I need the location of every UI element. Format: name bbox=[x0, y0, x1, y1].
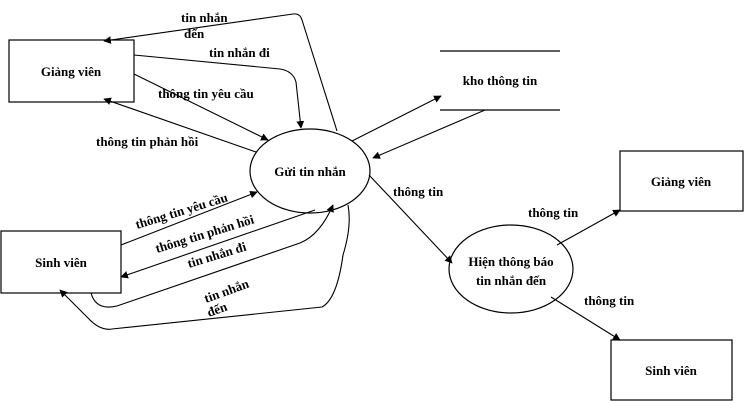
entity-sinh-vien-left: Sinh viên bbox=[0, 230, 122, 294]
label-gv-tin-nhan-di: tin nhắn đi bbox=[209, 45, 270, 60]
flow-sv-thong-tin-yeu-cau bbox=[120, 190, 258, 246]
label-to-hien-thong-bao: thông tin bbox=[393, 184, 444, 199]
label-gv-thong-tin-phan-hoi: thông tin phản hồi bbox=[96, 134, 199, 149]
process-hien-thong-bao-label-line1: Hiện thông báo bbox=[468, 254, 553, 269]
label-sv-tin-nhan-den-1: tin nhắn bbox=[202, 276, 252, 306]
flow-to-hien-thong-bao bbox=[368, 174, 453, 264]
process-hien-thong-bao-label-line2: tin nhắn đến bbox=[476, 273, 547, 288]
entity-giang-vien-left: Giảng viên bbox=[8, 39, 135, 103]
data-store-kho-thong-tin: kho thông tin bbox=[440, 50, 560, 111]
flow-to-kho-thong-tin bbox=[351, 95, 442, 142]
label-sv-tin-nhan-den-2: đến bbox=[205, 299, 230, 320]
label-gv-tin-nhan-den-2: đến bbox=[184, 26, 205, 41]
flow-sv-thong-tin-phan-hoi bbox=[120, 209, 316, 279]
entity-sinh-vien-right-label: Sinh viên bbox=[645, 363, 697, 378]
flow-gv-thong-tin-yeu-cau bbox=[133, 73, 269, 141]
flow-from-kho-thong-tin bbox=[372, 109, 486, 159]
entity-sinh-vien-left-label: Sinh viên bbox=[35, 255, 87, 270]
flow-gv-tin-nhan-di bbox=[133, 54, 305, 129]
flow-to-sinh-vien-right bbox=[550, 296, 621, 341]
data-store-label: kho thông tin bbox=[463, 73, 538, 88]
process-gui-tin-nhan-label: Gửi tin nhắn bbox=[274, 164, 346, 179]
flow-to-giang-vien-right bbox=[556, 209, 621, 246]
label-to-sinh-vien-right: thông tin bbox=[584, 293, 635, 308]
flow-sv-tin-nhan-di bbox=[90, 204, 334, 308]
entity-giang-vien-left-label: Giảng viên bbox=[41, 64, 102, 79]
label-to-giang-vien-right: thông tin bbox=[528, 205, 579, 220]
process-hien-thong-bao: Hiện thông báo tin nhắn đến bbox=[448, 224, 574, 314]
entity-sinh-vien-right: Sinh viên bbox=[610, 339, 733, 401]
flow-gv-tin-nhan-den bbox=[103, 13, 338, 132]
process-gui-tin-nhan: Gửi tin nhắn bbox=[249, 128, 371, 214]
entity-giang-vien-right: Giảng viên bbox=[619, 150, 744, 212]
label-gv-thong-tin-yeu-cau: thông tin yêu cầu bbox=[158, 86, 254, 101]
flow-sv-tin-nhan-den bbox=[59, 204, 350, 330]
entity-giang-vien-right-label: Giảng viên bbox=[651, 174, 712, 189]
flow-gv-thong-tin-phan-hoi bbox=[103, 97, 257, 153]
label-gv-tin-nhan-den-1: tin nhắn bbox=[181, 10, 228, 25]
